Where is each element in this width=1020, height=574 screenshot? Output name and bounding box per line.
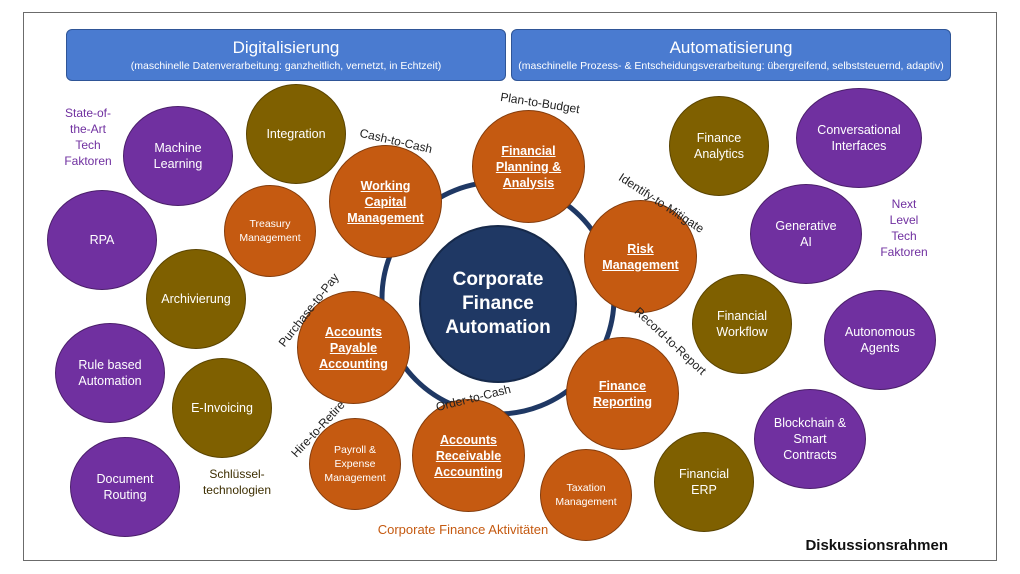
- archivierung-node: Archivierung: [146, 249, 246, 349]
- payroll-expense-node: Payroll & Expense Management: [309, 418, 401, 510]
- schluesseltechnologien-label: Schlüssel- technologien: [202, 467, 272, 497]
- taxation-management-node: Taxation Management: [540, 449, 632, 541]
- working-capital-management-node: Working Capital Management: [329, 145, 442, 258]
- machine-learning-node: Machine Learning: [123, 106, 233, 206]
- diskussionsrahmen-label: Diskussionsrahmen: [805, 537, 948, 554]
- banner-title: Automatisierung: [669, 38, 793, 57]
- accounts-receivable-node: Accounts Receivable Accounting: [412, 399, 525, 512]
- financial-erp-node: Financial ERP: [654, 432, 754, 532]
- financial-planning-analysis-node: Financial Planning & Analysis: [472, 110, 585, 223]
- banner-subtitle: (maschinelle Datenverarbeitung: ganzheit…: [130, 60, 442, 72]
- financial-workflow-node: Financial Workflow: [692, 274, 792, 374]
- treasury-management-node: Treasury Management: [224, 185, 316, 277]
- banner-subtitle: (maschinelle Prozess- & Entscheidungsver…: [518, 60, 944, 72]
- state-of-the-art-label: State-of- the-Art Tech Faktoren: [64, 106, 112, 168]
- digitalisierung-banner: Digitalisierung (maschinelle Datenverarb…: [66, 29, 506, 81]
- finance-reporting-node: Finance Reporting: [566, 337, 679, 450]
- blockchain-smart-contracts-node: Blockchain & Smart Contracts: [754, 389, 866, 489]
- integration-node: Integration: [246, 84, 346, 184]
- document-routing-node: Document Routing: [70, 437, 180, 537]
- corporate-finance-automation-hub: Corporate Finance Automation: [419, 225, 577, 383]
- einvoicing-node: E-Invoicing: [172, 358, 272, 458]
- corporate-finance-activities-label: Corporate Finance Aktivitäten: [377, 522, 549, 537]
- generative-ai-node: Generative AI: [750, 184, 862, 284]
- accounts-payable-node: Accounts Payable Accounting: [297, 291, 410, 404]
- risk-management-node: Risk Management: [584, 200, 697, 313]
- autonomous-agents-node: Autonomous Agents: [824, 290, 936, 390]
- rpa-node: RPA: [47, 190, 157, 290]
- next-level-label: Next Level Tech Faktoren: [880, 197, 928, 259]
- finance-analytics-node: Finance Analytics: [669, 96, 769, 196]
- banner-title: Digitalisierung: [232, 38, 340, 57]
- automatisierung-banner: Automatisierung (maschinelle Prozess- & …: [511, 29, 951, 81]
- rule-based-automation-node: Rule based Automation: [55, 323, 165, 423]
- conversational-interfaces-node: Conversational Interfaces: [796, 88, 922, 188]
